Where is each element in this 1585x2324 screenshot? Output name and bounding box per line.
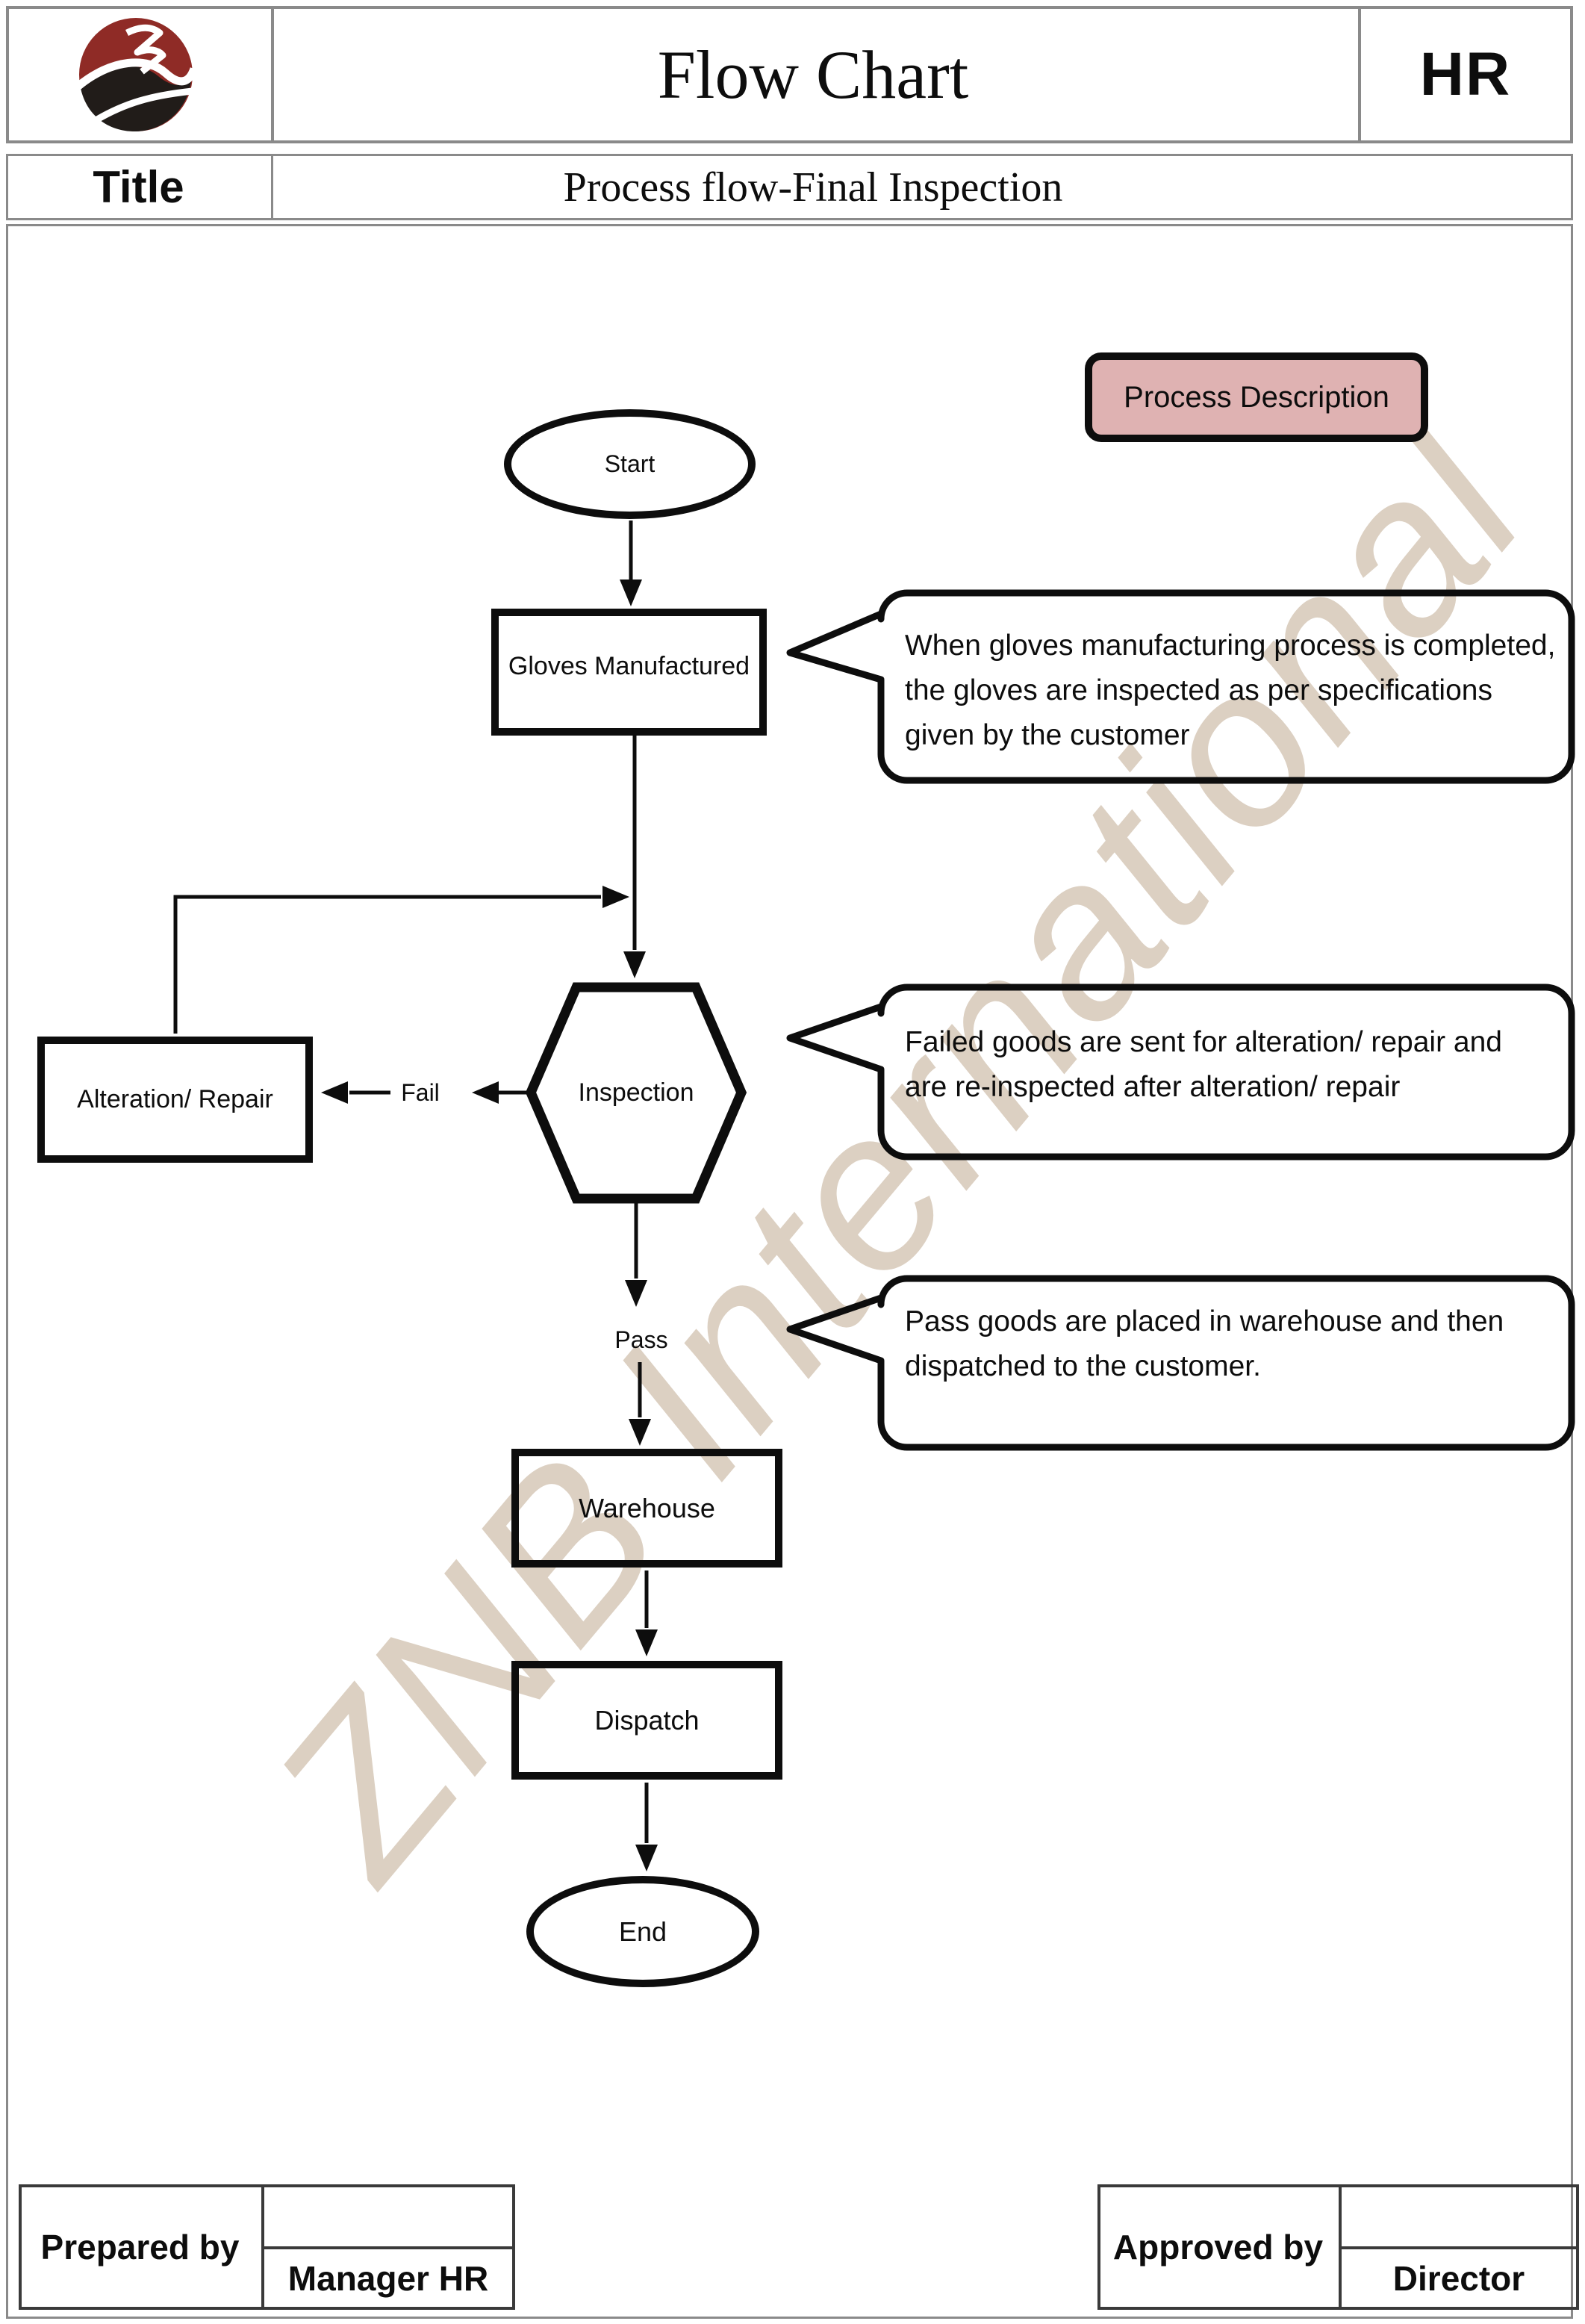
node-gloves-manufactured: Gloves Manufactured [491,609,767,736]
edge-label-fail: Fail [383,1072,458,1113]
department-label: HR [1419,40,1512,108]
content-frame [6,224,1573,2319]
approved-table-hdivider [1339,2246,1576,2249]
approved-by-table [1097,2184,1579,2310]
prepared-by-value: Manager HR [287,2258,489,2298]
node-alteration-repair: Alteration/ Repair [37,1037,313,1163]
callout-text-1: When gloves manufacturing process is com… [905,630,1556,751]
company-logo-icon [76,18,196,132]
pass-text: Pass [614,1326,668,1353]
title-row [6,154,1573,220]
node-inspection-label: Inspection [531,987,741,1199]
page-title: Process flow-Final Inspection [563,164,1063,211]
node-alteration-label: Alteration/ Repair [77,1085,273,1113]
callout-text-2: Failed goods are sent for alteration/ re… [905,1026,1502,1103]
node-warehouse: Warehouse [511,1449,782,1568]
node-gloves-label: Gloves Manufactured [508,652,750,680]
header-table [6,6,1573,143]
node-start-label: Start [604,450,656,477]
callout-bubble-1 [786,589,1575,784]
prepared-table-hdivider [261,2246,512,2249]
node-warehouse-label: Warehouse [579,1492,715,1523]
node-end: End [526,1876,759,1987]
fail-text: Fail [401,1078,440,1106]
prepared-by-table [19,2184,515,2310]
title-label: Title [93,162,184,212]
inspection-hexagon [525,982,747,1204]
callout-bubble-2 [786,984,1575,1161]
callout-text-3: Pass goods are placed in warehouse and t… [905,1305,1504,1382]
prepared-by-label: Prepared by [40,2228,240,2266]
process-description-label: Process Description [1124,380,1389,414]
node-end-label: End [618,1916,667,1947]
callout-bubble-3 [786,1275,1575,1451]
process-description-box: Process Description [1085,352,1428,442]
edge-label-pass: Pass [597,1319,685,1361]
header-divider-1 [271,9,274,140]
approved-by-label: Approved by [1112,2228,1324,2266]
document-title: Flow Chart [657,37,969,113]
node-dispatch: Dispatch [511,1661,782,1780]
inspection-text: Inspection [578,1078,694,1107]
title-row-divider [271,156,273,218]
header-divider-2 [1358,9,1361,140]
approved-by-value: Director [1392,2258,1525,2298]
node-start: Start [504,409,756,519]
node-dispatch-label: Dispatch [594,1704,700,1736]
